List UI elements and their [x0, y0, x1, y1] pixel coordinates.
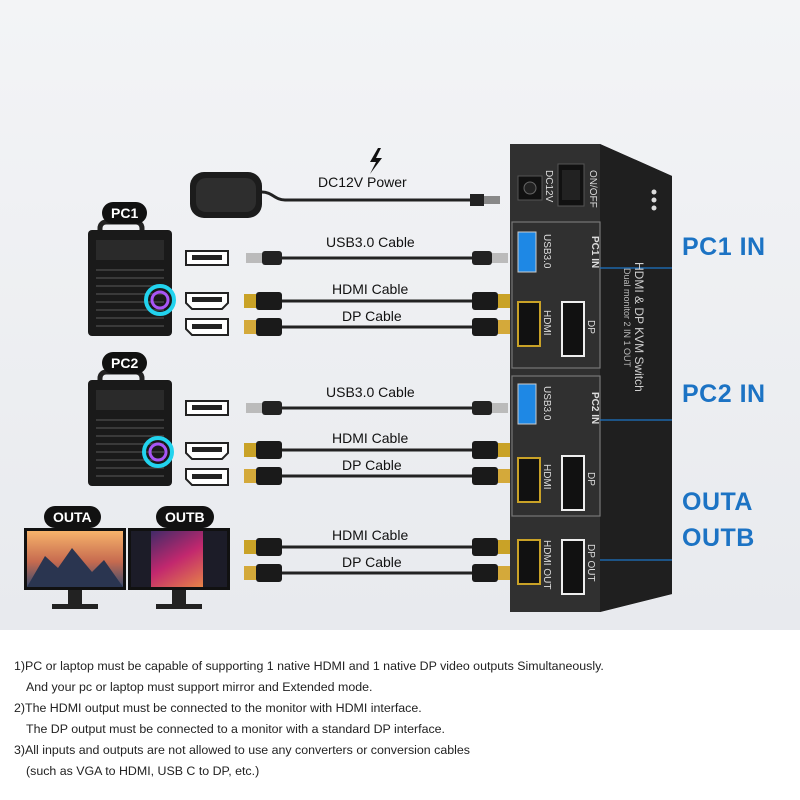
device-usb30-label-2: USB3.0: [541, 386, 552, 421]
kvm-device-body: [510, 144, 672, 612]
power-adapter: [190, 172, 500, 218]
device-dp-label-2: DP: [585, 472, 596, 486]
lightning-icon: [370, 148, 382, 174]
diagram-stage: ON/OFF DC12V PC1 IN PC2 IN USB3.0 USB3.0…: [0, 0, 800, 630]
pc1-hdmi-port-icon: [185, 292, 229, 310]
pc1-dp-port-icon: [185, 318, 229, 336]
device-dp-out-label: DP OUT: [585, 544, 596, 582]
out-dp-cable-label: DP Cable: [342, 554, 402, 570]
pc1-tower: [88, 219, 176, 336]
device-pc2-in-label: PC2 IN: [589, 392, 600, 425]
pc2-tower: [88, 369, 174, 486]
device-hdmi-label-2: HDMI: [541, 464, 552, 490]
cable-connectors: [244, 251, 510, 582]
outa-label: OUTA: [682, 488, 753, 516]
pc2-hdmi-port-icon: [185, 442, 229, 460]
notes-section: 1)PC or laptop must be capable of suppor…: [14, 656, 794, 782]
pc2-in-label: PC2 IN: [682, 380, 766, 408]
note-line-2: And your pc or laptop must support mirro…: [26, 680, 373, 694]
pc1-badge: PC1: [102, 202, 148, 224]
device-usb30-label-1: USB3.0: [541, 234, 552, 269]
note-line-5: 3)All inputs and outputs are not allowed…: [14, 743, 470, 757]
pc2-usb-cable-label: USB3.0 Cable: [326, 384, 415, 400]
power-label: DC12V Power: [318, 174, 407, 190]
pc1-hdmi-cable-label: HDMI Cable: [332, 281, 409, 297]
monitor-outb: [128, 528, 230, 609]
pc1-usb-port-icon: [185, 250, 229, 266]
pc2-badge: PC2: [102, 352, 148, 374]
outb-badge: OUTB: [156, 506, 214, 528]
pointer-lines: [600, 267, 672, 561]
device-on-off-label: ON/OFF: [587, 170, 598, 208]
pc1-dp-cable-label: DP Cable: [342, 308, 402, 324]
device-product-name: HDMI & DP KVM Switch: [632, 262, 646, 392]
note-line-3: 2)The HDMI output must be connected to t…: [14, 701, 422, 715]
pc2-hdmi-cable-label: HDMI Cable: [332, 430, 409, 446]
pc2-dp-port-icon: [185, 468, 229, 486]
monitor-outa: [24, 528, 126, 609]
pc2-dp-cable-label: DP Cable: [342, 457, 402, 473]
device-hdmi-label-1: HDMI: [541, 310, 552, 336]
pc1-in-label: PC1 IN: [682, 233, 766, 261]
out-hdmi-cable-label: HDMI Cable: [332, 527, 409, 543]
note-line-1: 1)PC or laptop must be capable of suppor…: [14, 659, 604, 673]
note-line-6: (such as VGA to HDMI, USB C to DP, etc.): [26, 764, 260, 778]
pc2-usb-port-icon: [185, 400, 229, 416]
device-product-sub: Dual monitor 2 IN 1 OUT: [622, 268, 632, 368]
cables: [282, 256, 472, 575]
device-hdmi-out-label: HDMI OUT: [541, 540, 552, 590]
note-line-4: The DP output must be connected to a mon…: [26, 722, 445, 736]
diagram-graphics: [24, 144, 672, 612]
pc1-usb-cable-label: USB3.0 Cable: [326, 234, 415, 250]
outa-badge: OUTA: [44, 506, 101, 528]
device-dp-label-1: DP: [585, 320, 596, 334]
device-dc12v-label: DC12V: [543, 170, 554, 203]
device-pc1-in-label: PC1 IN: [589, 236, 600, 269]
outb-label: OUTB: [682, 524, 755, 552]
